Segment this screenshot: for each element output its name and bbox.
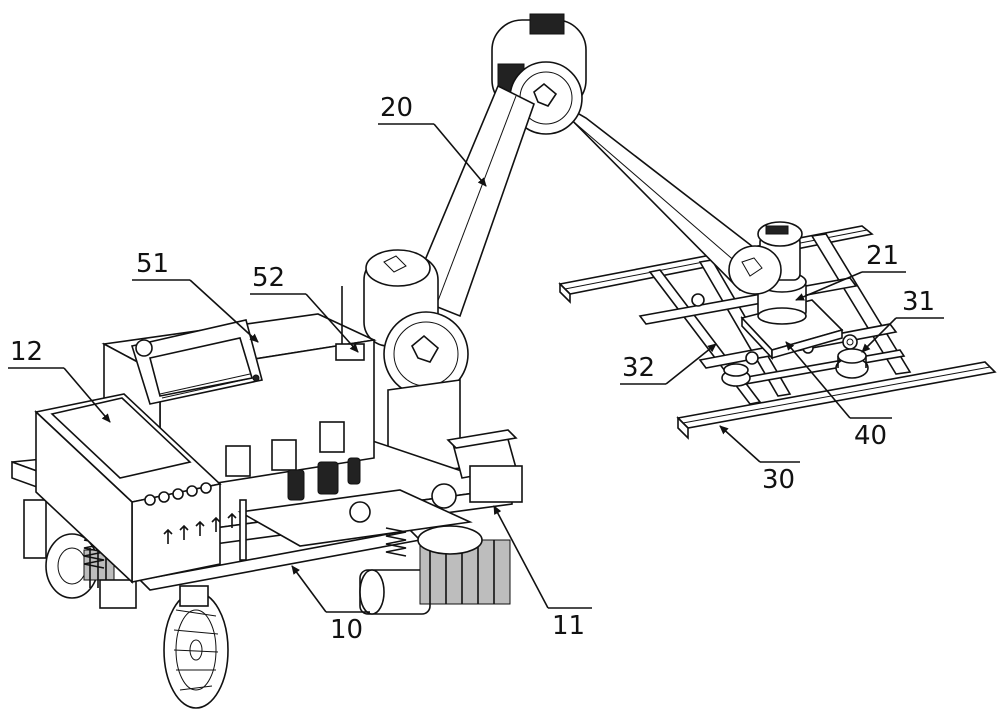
label-20: 20 xyxy=(380,93,413,123)
label-10: 10 xyxy=(330,615,363,645)
label-11: 11 xyxy=(552,611,585,641)
label-52: 52 xyxy=(252,263,285,293)
label-51: 51 xyxy=(136,249,169,279)
robot-arm xyxy=(363,13,782,477)
label-40: 40 xyxy=(854,421,887,451)
label-21: 21 xyxy=(866,241,899,271)
leader-lines xyxy=(8,123,944,613)
reference-numerals: 20 21 51 52 12 31 32 40 30 10 11 xyxy=(10,93,935,645)
antenna xyxy=(335,286,365,361)
label-32: 32 xyxy=(622,353,655,383)
label-12: 12 xyxy=(10,337,43,367)
label-31: 31 xyxy=(902,287,935,317)
label-30: 30 xyxy=(762,465,795,495)
battery-box xyxy=(34,393,247,584)
